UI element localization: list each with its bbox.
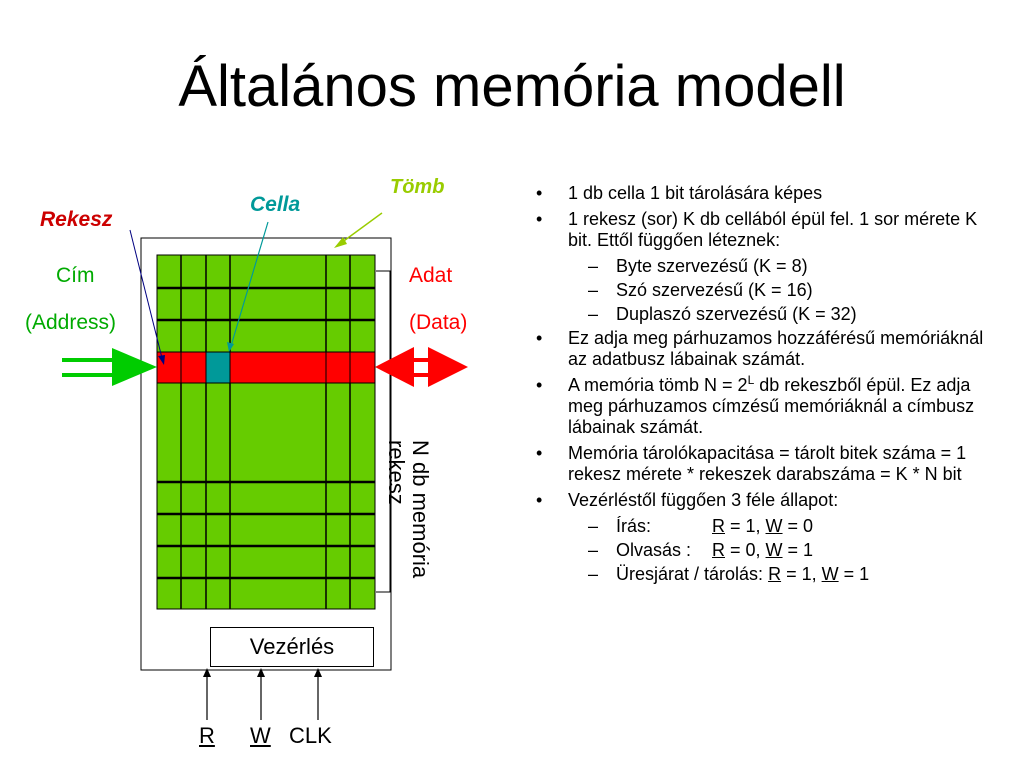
bullet-text: Memória tárolókapacitása = tárolt bitek … <box>568 443 967 484</box>
tomb-label: Tömb <box>390 176 445 198</box>
sub-bullet-item: – Szó szervezésű (K = 16) <box>532 280 1002 301</box>
sub-bullet-text: Byte szervezésű (K = 8) <box>616 256 808 276</box>
cella-pointer <box>227 221 269 352</box>
vezerles-box: Vezérlés <box>210 627 374 667</box>
state-item-idle: – Üresjárat / tárolás: R = 1, W = 1 <box>588 564 870 584</box>
n-db-line1: N db memória <box>408 440 433 579</box>
dash-marker: – <box>588 516 599 536</box>
selected-row <box>156 351 376 384</box>
bullet-text: 1 rekesz (sor) K db cellából épül fel. 1… <box>568 209 978 250</box>
state-item-write: – Írás:R = 1, W = 0 <box>588 516 814 536</box>
bullet-marker: • <box>536 183 543 203</box>
address-arrow <box>62 348 157 386</box>
selected-cell <box>205 351 231 384</box>
bullet-marker: • <box>536 443 543 463</box>
bullet-marker: • <box>536 209 543 229</box>
control-signal-lines <box>206 672 319 720</box>
bullet-item: • Ez adja meg párhuzamos hozzáférésű mem… <box>532 328 1002 370</box>
signal-w-label: W <box>250 723 271 748</box>
data-label: (Data) <box>409 311 468 334</box>
n-db-rekesz-label: N db memória rekesz <box>384 440 433 579</box>
bullet-item: • Vezérléstől függően 3 féle állapot: <box>532 490 1002 511</box>
n-db-line2: rekesz <box>384 440 409 505</box>
dash-marker: – <box>588 280 599 300</box>
cella-label: Cella <box>250 193 301 216</box>
sub-bullet-item: – Byte szervezésű (K = 8) <box>532 256 1002 277</box>
cim-label: Cím <box>56 264 95 287</box>
bullet-item: • Memória tárolókapacitása = tárolt bite… <box>532 443 1002 485</box>
rekesz-pointer <box>129 229 165 365</box>
bullet-text: Vezérléstől függően 3 féle állapot: <box>568 490 839 510</box>
page-title: Általános memória modell <box>178 54 846 119</box>
rekesz-label: Rekesz <box>40 208 113 231</box>
dash-marker: – <box>588 540 599 560</box>
tomb-pointer <box>334 212 383 248</box>
row-lines <box>157 286 375 580</box>
dash-marker: – <box>588 304 599 324</box>
bullet-item: • 1 db cella 1 bit tárolására képes <box>532 183 1002 204</box>
state-label: Üresjárat / tárolás: <box>616 564 769 584</box>
state-label: Olvasás : <box>616 540 692 560</box>
bullet-marker: • <box>536 375 543 395</box>
dash-marker: – <box>588 564 599 584</box>
address-label: (Address) <box>25 311 117 334</box>
bullet-text: 1 db cella 1 bit tárolására képes <box>568 183 823 203</box>
state-label: Írás: <box>616 516 652 536</box>
cell-column-lines <box>180 255 351 609</box>
adat-label: Adat <box>409 264 453 287</box>
dash-marker: – <box>588 256 599 276</box>
bullet-text: Ez adja meg párhuzamos hozzáférésű memór… <box>568 328 984 369</box>
control-signal-arrowheads <box>203 668 322 677</box>
signal-r-label: R <box>199 723 215 748</box>
state-item-read: – Olvasás :R = 0, W = 1 <box>588 540 814 560</box>
bullet-marker: • <box>536 328 543 348</box>
data-arrow <box>375 347 468 387</box>
rekesz-bracket <box>376 270 391 593</box>
bullet-marker: • <box>536 490 543 510</box>
sub-bullet-text: Duplaszó szervezésű (K = 32) <box>616 304 857 324</box>
signal-clk-label: CLK <box>289 723 332 748</box>
sub-bullet-item: – Duplaszó szervezésű (K = 32) <box>532 304 1002 325</box>
bullet-item: • A memória tömb N = 2L db rekeszből épü… <box>532 373 1002 438</box>
bullet-item: • 1 rekesz (sor) K db cellából épül fel.… <box>532 209 1002 251</box>
bullet-text: A memória tömb N = 2L db rekeszből épül.… <box>568 373 975 437</box>
bullet-list: • 1 db cella 1 bit tárolására képes • 1 … <box>532 183 1002 588</box>
selected-row-lines <box>180 352 351 383</box>
memory-array <box>156 254 376 610</box>
sub-bullet-text: Szó szervezésű (K = 16) <box>616 280 813 300</box>
